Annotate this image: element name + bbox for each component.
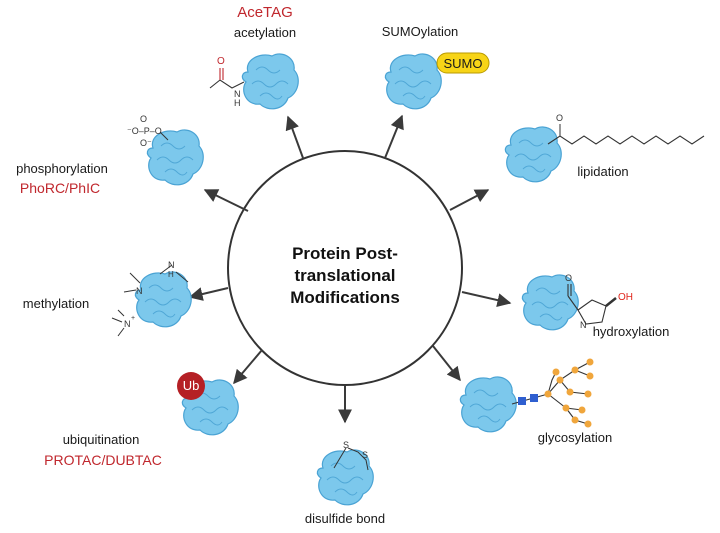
disulfide-label: disulfide bond [304, 511, 386, 526]
ubiquitination-tool-label: PROTAC/DUBTAC [44, 452, 162, 468]
arrow-phosphorylation [203, 189, 249, 212]
svg-text:H: H [168, 270, 174, 279]
sumo-tag-label: SUMO [443, 56, 483, 71]
arrow-acetylation [285, 115, 304, 159]
arrow-sumoylation [384, 114, 404, 159]
arrows [188, 114, 512, 424]
phosphorylation-tool-label: PhoRC/PhIC [19, 180, 101, 196]
svg-text:O: O [565, 273, 572, 283]
arrow-glycosylation [432, 345, 461, 382]
center-circle [227, 150, 463, 386]
arrow-hydroxylation [461, 291, 512, 308]
svg-text:N: N [124, 319, 131, 329]
acetylation-structure: O N H [209, 53, 299, 110]
arrow-methylation [188, 287, 229, 301]
sumo-tag [436, 52, 490, 74]
svg-text:N: N [136, 286, 143, 296]
svg-text:O: O [140, 114, 147, 124]
center-title-line1: Protein Post- [292, 244, 398, 263]
center-title-line2: translational [294, 266, 396, 285]
phosphorylation-label: phosphorylation [16, 161, 108, 176]
hydroxylation-label: hydroxylation [592, 324, 670, 339]
svg-text:O⁻: O⁻ [140, 138, 152, 148]
glycosylation-structure [459, 358, 594, 433]
ubiquitination-label: ubiquitination [62, 432, 140, 447]
svg-text:⁻O–P–O: ⁻O–P–O [127, 126, 162, 136]
center-title: Protein Post- translational Modification… [245, 243, 445, 309]
svg-text:H: H [234, 98, 241, 108]
methylation-label: methylation [22, 296, 90, 311]
disulfide-structure: S S [316, 440, 374, 506]
svg-text:N: N [580, 320, 587, 330]
acetylation-label: acetylation [233, 25, 297, 40]
svg-text:+: + [131, 315, 135, 322]
svg-text:S: S [343, 440, 349, 450]
lipidation-structure: O [504, 113, 705, 183]
methylation-structure: N N H N + [111, 260, 192, 337]
arrow-lipidation [449, 189, 490, 211]
svg-text:S: S [362, 450, 368, 460]
arrow-ubiquitination [233, 349, 263, 385]
center-title-line3: Modifications [290, 288, 400, 307]
sumoylation-structure [384, 52, 490, 110]
acetylation-tool-label: AceTAG [237, 4, 293, 21]
phosphorylation-structure: ⁻O–P–O O O⁻ [127, 114, 204, 186]
ubiquitination-structure [177, 372, 239, 436]
svg-text:O: O [217, 56, 225, 67]
lipidation-label: lipidation [577, 164, 629, 179]
svg-text:OH: OH [618, 292, 633, 303]
ub-tag-label: Ub [182, 378, 200, 393]
ub-tag [177, 372, 205, 400]
glycosylation-label: glycosylation [537, 430, 613, 445]
svg-text:O: O [556, 113, 563, 123]
svg-text:N: N [234, 89, 241, 99]
svg-text:N: N [168, 260, 175, 270]
hydroxylation-structure: O N OH [521, 273, 633, 331]
sumoylation-label: SUMOylation [381, 24, 459, 39]
